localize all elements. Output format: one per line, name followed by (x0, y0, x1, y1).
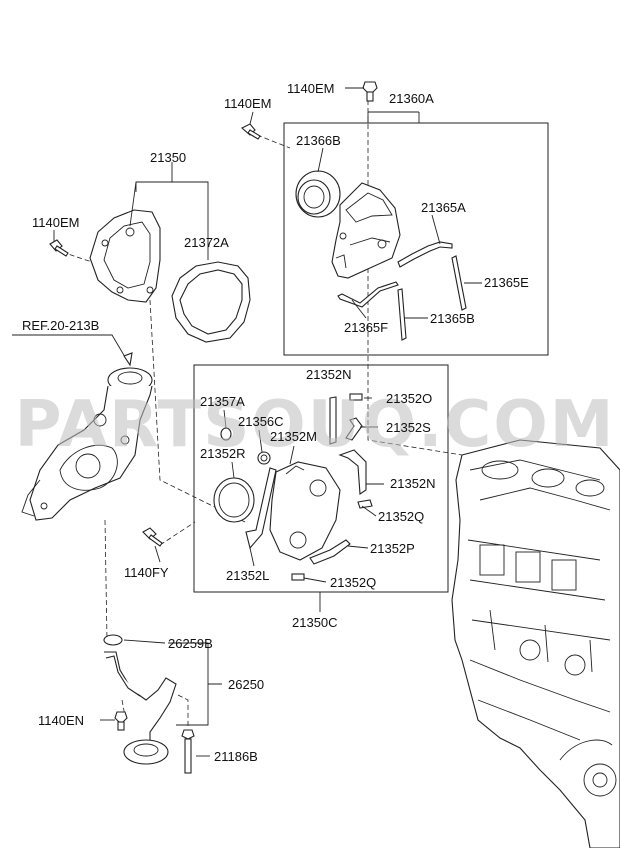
label-26250: 26250 (228, 677, 264, 692)
label-21352o: 21352O (386, 391, 432, 406)
label-21352n-top: 21352N (306, 367, 352, 382)
dash-line-bolt-left (61, 251, 93, 263)
leader-21352m (289, 445, 295, 465)
watermark: PARTSOUQ.COM (15, 388, 616, 462)
label-1140en: 1140EN (38, 713, 84, 728)
label-26259b: 26259B (168, 636, 213, 651)
bolt-1140fy (142, 527, 163, 547)
label-21365e: 21365E (484, 275, 529, 290)
chain-guide-21352n-top (329, 396, 337, 445)
leader-21356c (258, 429, 263, 453)
label-21350c: 21350C (292, 615, 338, 630)
label-21352l: 21352L (226, 568, 269, 583)
gasket-21365e (451, 255, 467, 311)
label-1140em-top: 1140EM (287, 81, 334, 96)
label-21365f: 21365F (344, 320, 388, 335)
ref-arrowhead (123, 352, 133, 367)
engine-block-drawing (451, 439, 620, 848)
label-21352n-mid: 21352N (390, 476, 436, 491)
seal-21366b (295, 170, 341, 218)
label-21352q-mid: 21352Q (378, 509, 424, 524)
label-21366b: 21366B (296, 133, 341, 148)
leader-21352q-bot (303, 577, 327, 583)
bolt-1140em-left (241, 123, 261, 140)
leader-1140em-left (249, 111, 254, 125)
bolt-1140en (114, 711, 128, 731)
leader-ref (12, 334, 129, 363)
ring-21352r (213, 477, 255, 523)
leader-21352l (249, 547, 255, 567)
label-21352p: 21352P (370, 541, 415, 556)
gasket-21372a (171, 261, 251, 343)
chain-cover-21352m (269, 461, 341, 561)
box-21360a (283, 122, 549, 356)
label-21365b: 21365B (430, 311, 475, 326)
leader-26250 (168, 642, 222, 726)
label-21186b: 21186B (214, 749, 258, 764)
front-cover-21350 (89, 209, 161, 303)
guide-21352p (309, 539, 351, 565)
pin-21352q-bot (291, 573, 305, 581)
leader-21352q-mid (361, 505, 377, 517)
label-21360a: 21360A (389, 91, 434, 106)
oil-pump-housing (21, 367, 153, 521)
bolt-1140em-top (362, 81, 378, 102)
label-21365a: 21365A (421, 200, 466, 215)
leader-21366b (317, 147, 324, 173)
gasket-26259b (103, 634, 123, 646)
label-21352r: 21352R (200, 446, 246, 461)
leader-21365a (431, 214, 441, 245)
dash-line-1140en (121, 699, 126, 717)
dash-line-bolt-top (256, 134, 291, 149)
leader-21365f (351, 299, 367, 319)
pin-21352o (349, 393, 363, 401)
label-1140fy: 1140FY (124, 565, 169, 580)
gasket-21365a (397, 241, 453, 268)
label-1140em-left: 1140EM (224, 96, 271, 111)
leader-21352r (231, 461, 235, 479)
strip-21352s (345, 417, 363, 441)
guide-21352n-mid (338, 449, 367, 495)
bolt-21186b (181, 729, 195, 774)
belt-cover-21360a (331, 182, 401, 279)
leader-21357a (223, 409, 227, 429)
pin-21352q-mid (357, 499, 373, 509)
leader-1140fy (154, 545, 161, 563)
label-ref-20-213b[interactable]: REF.20-213B (22, 318, 99, 333)
label-21356c: 21356C (238, 414, 284, 429)
leader-21352p (347, 545, 369, 549)
bolt-1140em-side (49, 239, 69, 257)
leader-26259b (123, 639, 166, 644)
label-21352m: 21352M (270, 429, 317, 444)
oil-strainer-26250 (103, 634, 177, 765)
leader-21350-cover (129, 181, 137, 227)
label-21350: 21350 (150, 150, 186, 165)
dash-line-1140fy (159, 521, 196, 546)
gasket-21365b (397, 288, 407, 341)
dash-line-pump (104, 519, 108, 641)
label-21352q-bot: 21352Q (330, 575, 376, 590)
label-21352s: 21352S (386, 420, 431, 435)
label-1140em-side: 1140EM (32, 215, 79, 230)
dash-line-21186b (177, 694, 189, 728)
box-21350c (193, 364, 449, 593)
label-21372a: 21372A (184, 235, 229, 250)
label-21357a: 21357A (200, 394, 245, 409)
seal-21356c (257, 451, 271, 465)
